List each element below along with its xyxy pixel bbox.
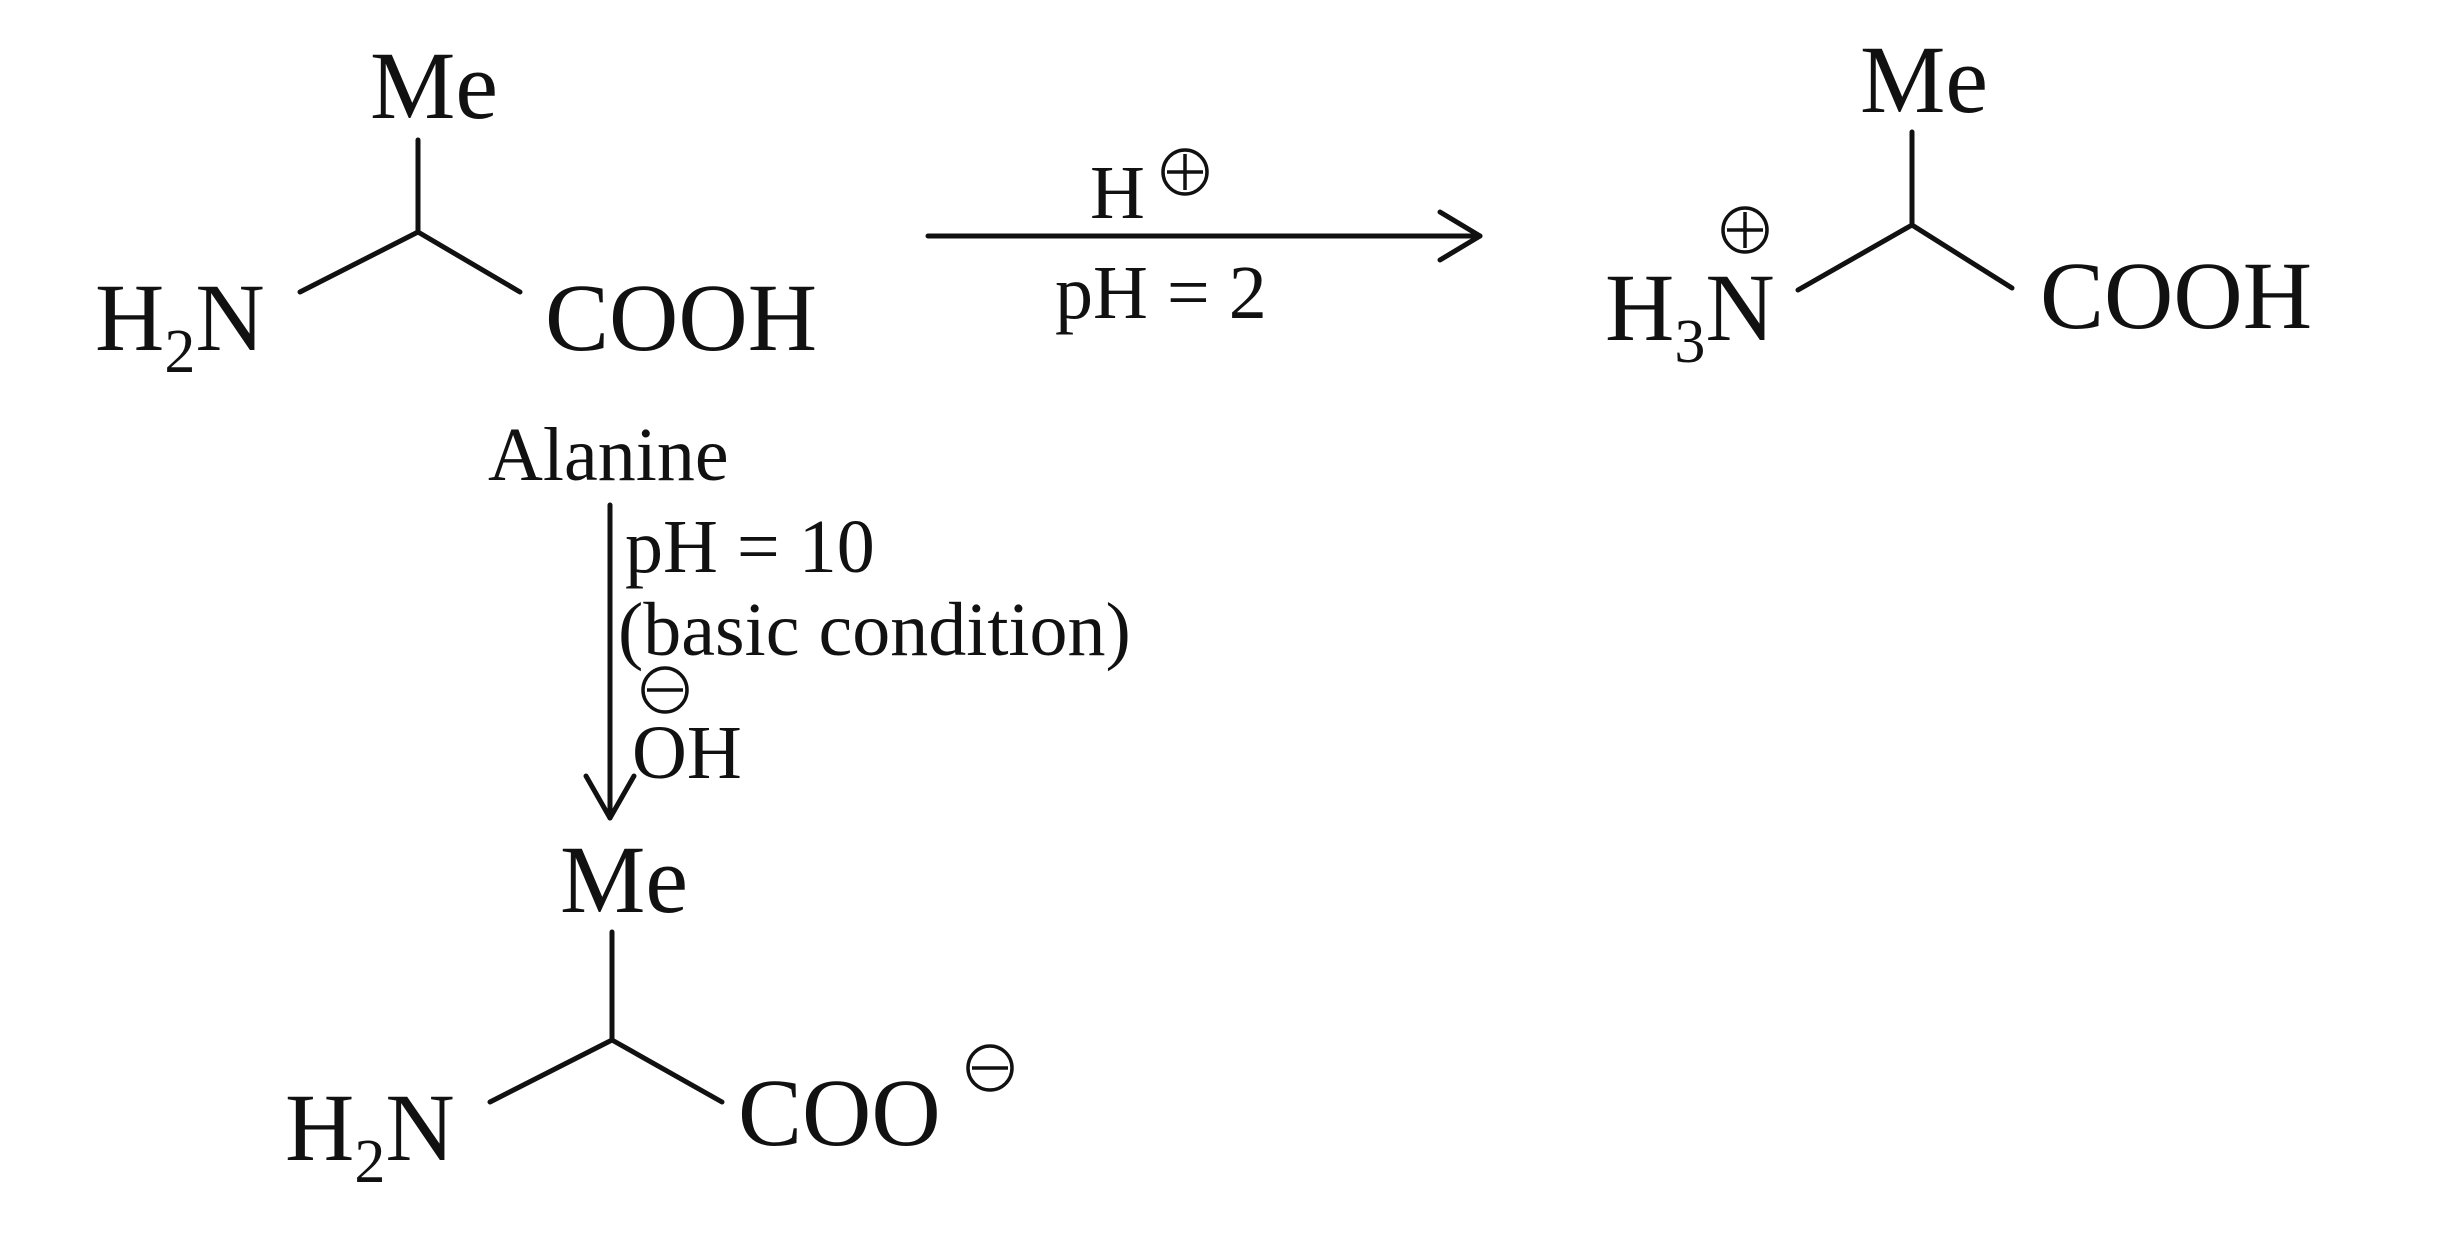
- base-product-amine-label: H2N: [285, 1074, 455, 1196]
- reactant-bond-cooh: [415, 229, 523, 295]
- acid-product-me-label: Me: [1860, 26, 1988, 133]
- reactant-name-label: Alanine: [488, 413, 729, 497]
- acid-product-cooh-label: COOH: [2040, 242, 2312, 349]
- reactant-bond-n: [297, 229, 421, 295]
- base-product-bond-coo: [609, 1037, 725, 1105]
- acid-product-bond-n: [1795, 222, 1915, 293]
- base-reaction-arrow: pH = 10 (basic condition) OH: [583, 502, 1131, 821]
- base-product-minus-charge: [966, 1044, 1014, 1092]
- reactant-amine-label: H2N: [95, 264, 265, 386]
- acid-reaction-arrow: H pH = 2: [925, 148, 1483, 335]
- base-reagent-minus-charge: [641, 666, 689, 714]
- base-product-carboxylate-label: COO: [738, 1059, 941, 1166]
- reactant-cooh-label: COOH: [545, 264, 817, 371]
- base-product: Me H2N COO: [285, 826, 1014, 1196]
- base-reagent-label: OH: [632, 711, 742, 795]
- reactant-me-label: Me: [370, 32, 498, 139]
- base-condition-label: pH = 10: [625, 505, 875, 589]
- acid-product-ammonium-label: H3N: [1605, 254, 1775, 376]
- acid-product-plus-charge: [1721, 206, 1769, 254]
- base-product-me-label: Me: [560, 826, 688, 933]
- reactant-alanine: Me H2N COOH Alanine: [95, 32, 817, 497]
- acid-product: Me H3N COOH: [1605, 26, 2312, 376]
- acid-condition-label: pH = 2: [1055, 251, 1267, 335]
- base-arrow-head: [583, 773, 637, 821]
- acid-arrow-head: [1437, 209, 1483, 263]
- acid-product-bond-cooh: [1909, 222, 2015, 291]
- base-condition-note: (basic condition): [618, 588, 1131, 672]
- base-product-bond-n: [487, 1037, 615, 1105]
- acid-reagent-label: H: [1090, 151, 1145, 235]
- acid-reagent-plus-charge: [1161, 148, 1209, 196]
